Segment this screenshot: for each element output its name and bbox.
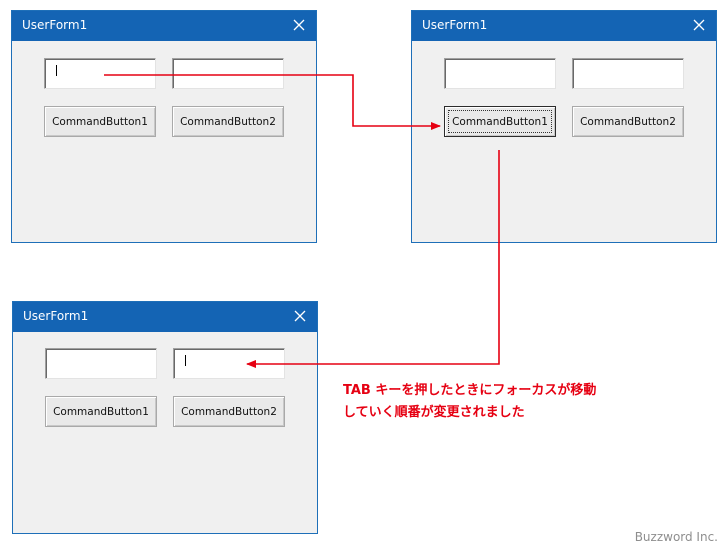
- window-title: UserForm1: [23, 309, 89, 323]
- userform-window-1: UserForm1 CommandButton1 CommandButton2: [11, 10, 317, 243]
- brand-watermark: Buzzword Inc.: [634, 530, 718, 544]
- button-label: CommandButton1: [52, 115, 148, 128]
- button-label: CommandButton2: [580, 115, 676, 128]
- command-button-1[interactable]: CommandButton1: [44, 106, 156, 137]
- close-icon[interactable]: [692, 18, 706, 32]
- text-caret: [56, 65, 57, 76]
- arrow-button1-to-textbox2: [246, 150, 500, 368]
- command-button-1[interactable]: CommandButton1: [45, 396, 157, 427]
- textbox-2[interactable]: [572, 58, 684, 89]
- close-icon[interactable]: [293, 309, 307, 323]
- textbox-1[interactable]: [45, 348, 157, 379]
- command-button-2[interactable]: CommandButton2: [172, 106, 284, 137]
- annotation-text: TAB キーを押したときにフォーカスが移動 していく順番が変更されました: [343, 380, 596, 424]
- command-button-2[interactable]: CommandButton2: [572, 106, 684, 137]
- close-icon[interactable]: [292, 18, 306, 32]
- button-label: CommandButton2: [180, 115, 276, 128]
- window-title: UserForm1: [422, 18, 488, 32]
- command-button-1[interactable]: CommandButton1: [444, 106, 556, 137]
- title-bar[interactable]: UserForm1: [412, 11, 716, 41]
- userform-window-3: UserForm1 CommandButton1 CommandButton2: [12, 301, 318, 534]
- textbox-1[interactable]: [444, 58, 556, 89]
- annotation-line-1: TAB キーを押したときにフォーカスが移動: [343, 383, 597, 398]
- title-bar[interactable]: UserForm1: [12, 11, 316, 41]
- textbox-1[interactable]: [44, 58, 156, 89]
- button-label: CommandButton1: [53, 405, 149, 418]
- text-caret: [185, 355, 186, 366]
- button-label: CommandButton2: [181, 405, 277, 418]
- command-button-2[interactable]: CommandButton2: [173, 396, 285, 427]
- annotation-line-2: していく順番が変更されました: [343, 405, 525, 420]
- title-bar[interactable]: UserForm1: [13, 302, 317, 332]
- window-title: UserForm1: [22, 18, 88, 32]
- textbox-2[interactable]: [172, 58, 284, 89]
- userform-window-2: UserForm1 CommandButton1 CommandButton2: [411, 10, 717, 243]
- arrow-textbox1-to-button1: [104, 74, 441, 130]
